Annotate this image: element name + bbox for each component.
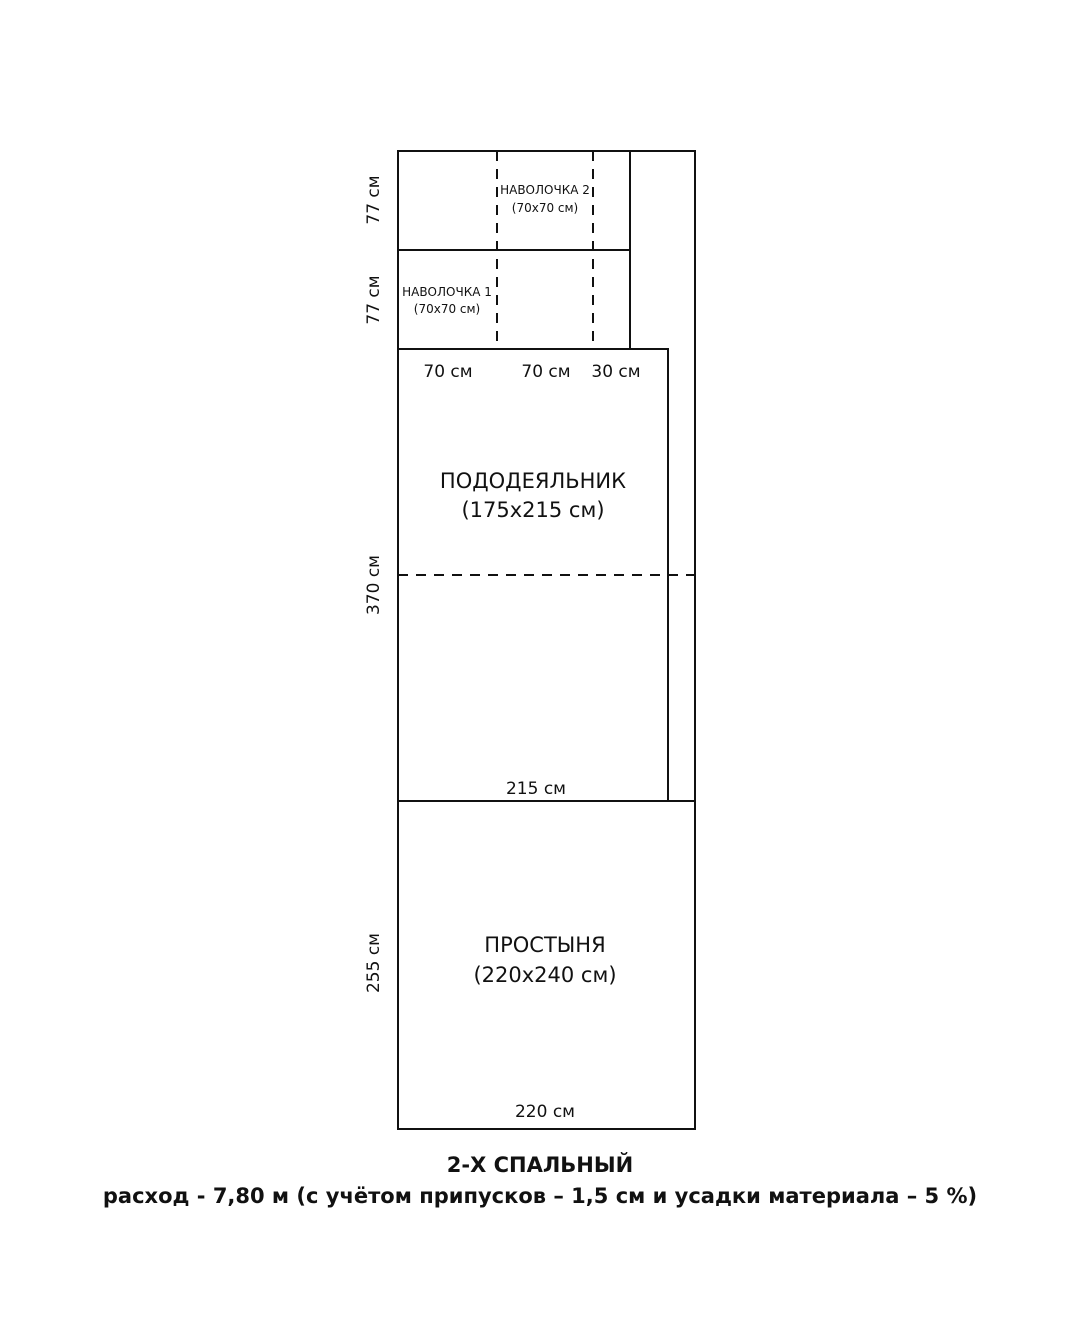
duvet-width-label: 215 см (506, 779, 566, 799)
pillow2-label: НАВОЛОЧКА 2 (500, 183, 590, 197)
pillow2-size: (70х70 см) (512, 201, 578, 215)
pillow1-piece (397, 249, 631, 350)
width-label-col3: 30 см (591, 362, 640, 382)
sheet-size: (220х240 см) (473, 963, 616, 987)
caption-subtitle: расход - 7,80 м (с учётом припусков – 1,… (102, 1184, 978, 1208)
height-label-duvet: 370 см (364, 555, 384, 615)
sheet-piece (397, 800, 696, 1130)
pillow1-size: (70х70 см) (414, 302, 480, 316)
duvet-label: ПОДОДЕЯЛЬНИК (440, 469, 626, 493)
width-label-col2: 70 см (521, 362, 570, 382)
sheet-label: ПРОСТЫНЯ (484, 933, 605, 957)
width-label-col1: 70 см (423, 362, 472, 382)
caption-title: 2-Х СПАЛЬНЫЙ (446, 1153, 634, 1177)
height-label-sheet: 255 см (364, 933, 384, 993)
height-label-pillow2: 77 см (364, 175, 384, 224)
pillow1-label: НАВОЛОЧКА 1 (402, 285, 492, 299)
height-label-pillow1: 77 см (364, 275, 384, 324)
sheet-width-label: 220 см (515, 1102, 575, 1122)
duvet-size: (175х215 см) (461, 498, 604, 522)
